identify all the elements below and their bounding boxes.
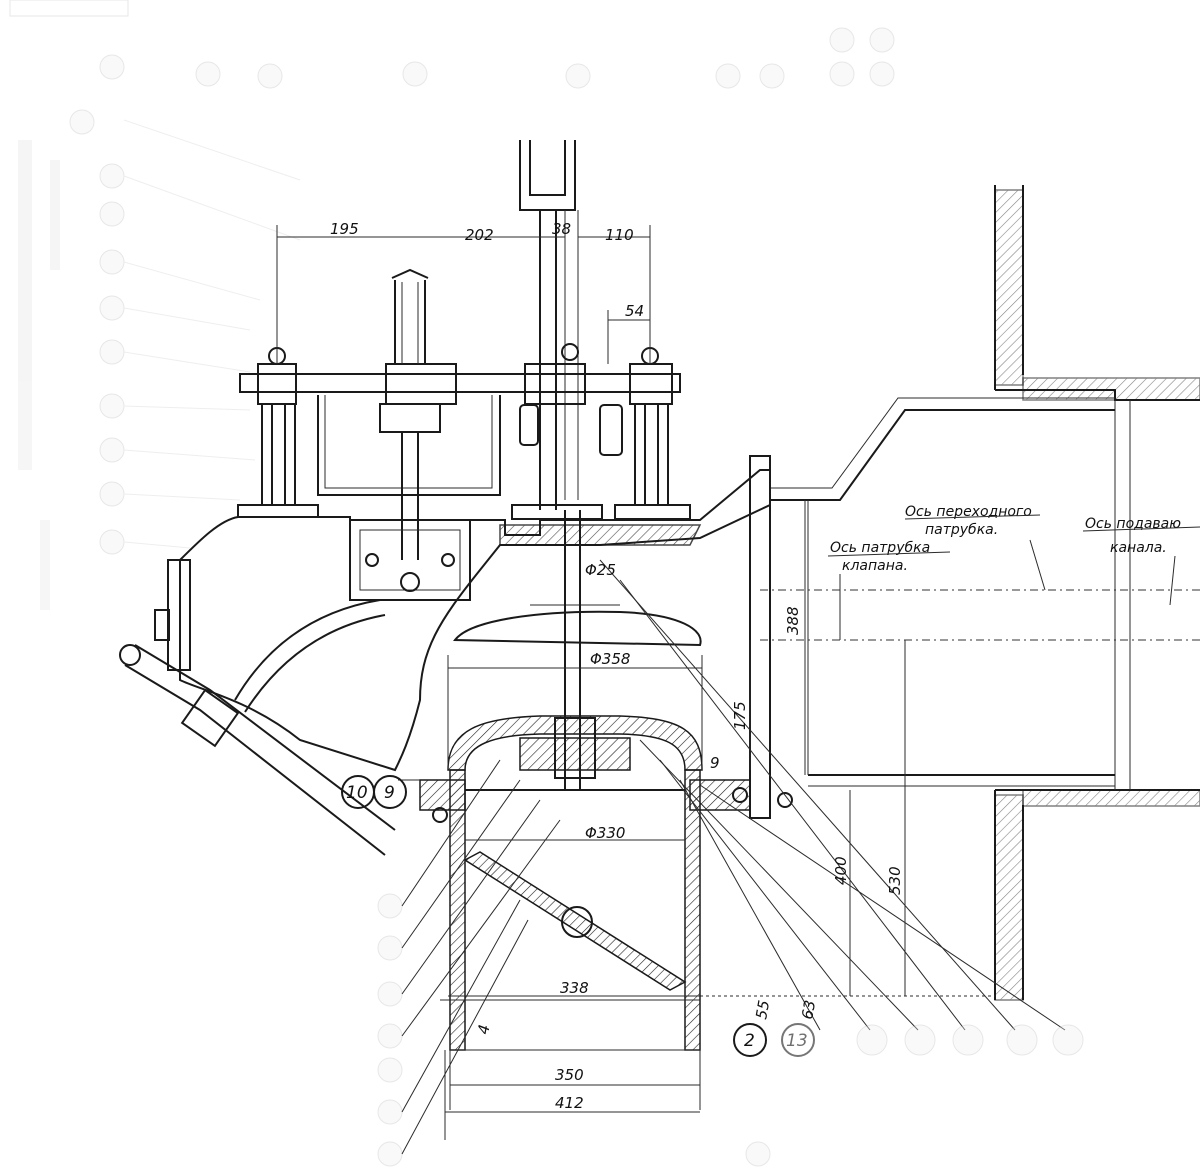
blurred-top-callouts (69, 27, 895, 1167)
dim-110: 110 (605, 226, 634, 244)
valve-housing (154, 469, 771, 772)
dimension-texts: 195 202 38 110 54 Φ25 Φ358 175 388 9 Φ33… (330, 220, 904, 1112)
dim-530: 530 (886, 866, 904, 895)
dim-175: 175 (731, 701, 749, 730)
dim-388: 388 (784, 606, 802, 635)
dim-412: 412 (555, 1094, 584, 1112)
callout-10: 10 (346, 783, 368, 803)
hand-lever (119, 644, 396, 856)
callouts: 10 9 2 13 (341, 775, 1084, 1057)
dim-55: 55 (752, 999, 773, 1021)
note-supply-axis-2: канала. (1110, 540, 1167, 556)
dim-202: 202 (465, 226, 494, 244)
note-transition-axis-2: патрубка. (925, 522, 998, 538)
dim-4: 4 (474, 1023, 493, 1036)
dim-38: 38 (552, 220, 571, 238)
dim-25: Φ25 (585, 561, 616, 579)
valve-pipe (440, 769, 701, 1051)
dim-63: 63 (798, 999, 819, 1021)
dim-54: 54 (625, 302, 644, 320)
dim-350: 350 (555, 1066, 584, 1084)
callout-13: 13 (786, 1031, 808, 1051)
dimension-lines (276, 225, 1066, 1155)
dim-358: Φ358 (590, 650, 630, 668)
dim-330: Φ330 (585, 824, 625, 842)
note-valve-axis-2: клапана. (842, 558, 908, 574)
note-valve-axis-1: Ось патрубка (830, 540, 930, 556)
duct-walls (440, 185, 1200, 1001)
callout-9: 9 (384, 783, 395, 803)
dim-338: 338 (560, 979, 589, 997)
callout-2: 2 (744, 1031, 755, 1051)
dim-9: 9 (710, 754, 720, 772)
valve-seat (419, 715, 793, 823)
blurred-margin-title (9, 0, 129, 610)
dim-195: 195 (330, 220, 359, 238)
axis-notes: Ось переходного патрубка. Ось подаваю ка… (827, 504, 1200, 640)
drive-fork (519, 140, 579, 510)
dim-400: 400 (832, 856, 850, 885)
transition-pipe (749, 397, 1200, 819)
upper-frame (237, 268, 691, 560)
